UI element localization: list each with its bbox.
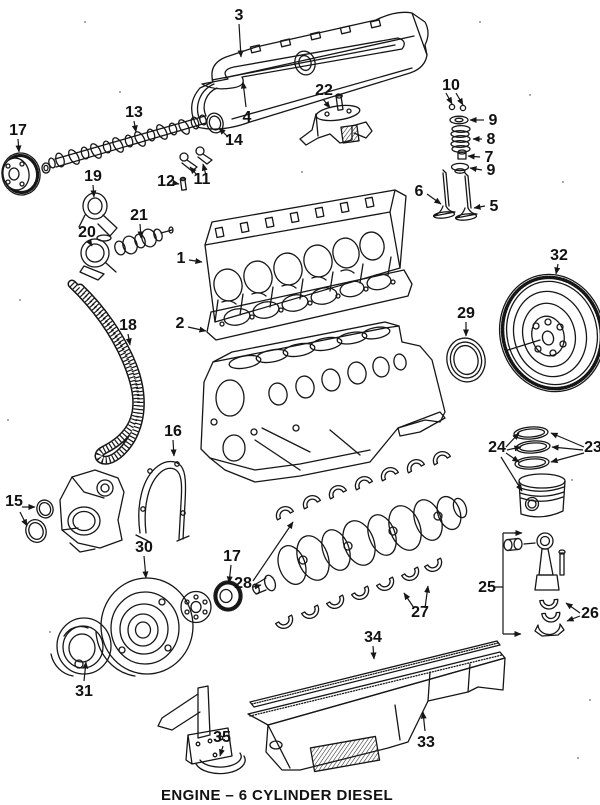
callout-piston: 24: [488, 439, 506, 456]
leader-lines: [15, 23, 585, 757]
head-gasket-part: [206, 269, 413, 341]
engine-block-part: [200, 321, 446, 483]
callout-crank-gear: 17: [223, 548, 241, 565]
callout-retainer-upper: 9: [489, 112, 498, 129]
callout-cylinder-head: 1: [177, 250, 186, 267]
harmonic-balancer-part: [95, 577, 194, 677]
callout-main-bearings: 27: [411, 604, 429, 621]
callout-cover-gasket: 4: [243, 109, 252, 126]
callout-rings: 23: [584, 439, 600, 456]
main-bearings-upper-part: [272, 447, 452, 521]
flywheel-part: [498, 273, 600, 393]
engine-mount-part: [299, 93, 373, 146]
callout-oil-pan: 33: [417, 734, 435, 751]
callout-valve-spring: 8: [487, 131, 496, 148]
diagram-caption: ENGINE – 6 CYLINDER DIESEL: [161, 787, 393, 804]
callout-valve-exhaust: 5: [490, 198, 499, 215]
callout-valve-intake: 6: [415, 183, 424, 200]
callout-camshaft: 13: [125, 104, 143, 121]
callout-labels: 3 4 22 10 9 8 7 9 6 5 17 13 14 12 11 19 …: [5, 7, 600, 751]
scan-specks: [7, 21, 591, 759]
callout-cam-seal: 14: [225, 132, 243, 149]
callout-pan-gasket: 34: [364, 629, 382, 646]
callout-head-gasket: 2: [176, 315, 185, 332]
callout-crankshaft: 28: [234, 575, 252, 592]
callout-valve-seal: 7: [485, 149, 494, 166]
timing-belt-part: [67, 279, 145, 465]
cam-gear-part: [1, 152, 51, 196]
tensioner-roller-part: [114, 226, 174, 256]
rear-main-seal-part: [446, 337, 486, 383]
callout-cam-bracket: 19: [84, 168, 102, 185]
callout-rockers: 11: [194, 171, 211, 188]
callout-retainer-lower: 9: [487, 162, 496, 179]
callout-keepers: 10: [442, 77, 460, 94]
connecting-rod-part: [503, 532, 566, 637]
callout-front-seals: 15: [5, 493, 23, 510]
callout-engine-mount: 22: [315, 82, 333, 99]
callout-roller: 21: [130, 207, 148, 224]
callout-front-gasket: 16: [164, 423, 182, 440]
oil-pan-gasket-part: [249, 640, 501, 708]
callout-tensioner: 20: [78, 224, 96, 241]
callout-stud: 12: [157, 173, 175, 190]
camshaft-part: [48, 112, 224, 169]
valves-part: [432, 169, 478, 221]
callout-oil-pump: 35: [213, 729, 231, 746]
callout-flywheel: 32: [550, 247, 568, 264]
crankshaft-part: [252, 495, 468, 595]
valve-cover-part: [191, 11, 429, 130]
cylinder-head-part: [204, 189, 407, 323]
callout-cam-gear: 17: [9, 122, 27, 139]
callout-timing-belt: 18: [119, 317, 137, 334]
oil-pan-part: [247, 651, 506, 773]
crank-hub-part: [180, 590, 212, 624]
valve-cover-gasket-part: [201, 37, 405, 90]
callout-rod-bearings: 26: [581, 605, 599, 622]
callout-balancer: 30: [135, 539, 153, 556]
callout-rear-seal: 29: [457, 305, 475, 322]
valve-spring-stack-part: [448, 103, 471, 174]
piston-part: [518, 473, 566, 518]
callout-rod-assembly: 25: [478, 579, 496, 596]
tensioner-part: [79, 238, 117, 281]
callout-pulley: 31: [75, 683, 93, 700]
callout-valve-cover: 3: [235, 7, 244, 24]
oil-pump-part: [157, 685, 246, 775]
crank-pulley-part: [50, 617, 112, 677]
front-seals-part: [25, 499, 54, 543]
front-cover-gasket-part: [135, 460, 190, 542]
timing-cover-part: [59, 469, 125, 553]
